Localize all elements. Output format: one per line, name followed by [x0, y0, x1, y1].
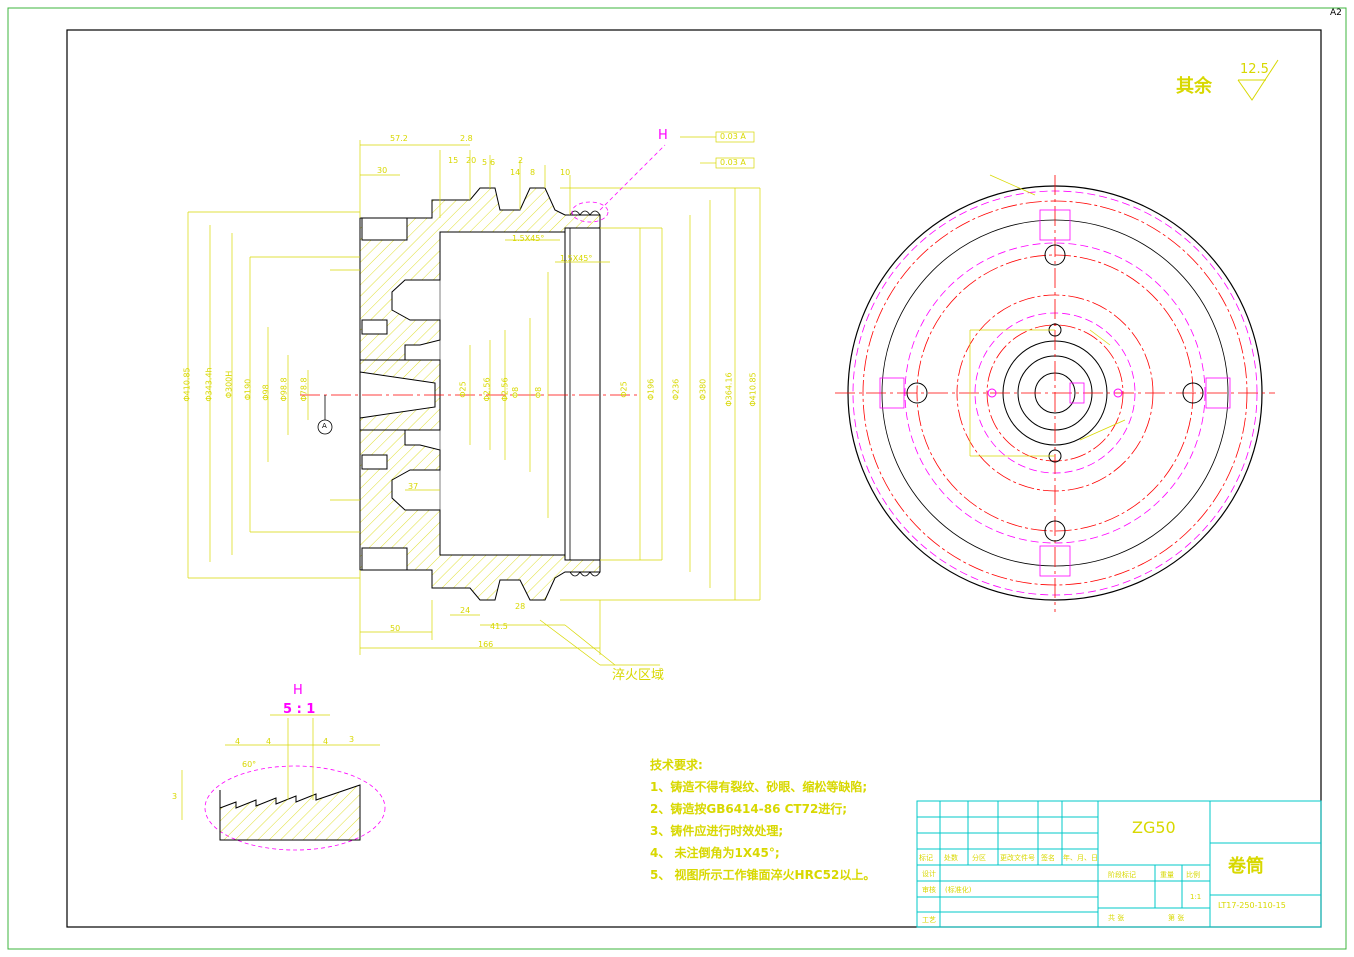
- dim-15: 15: [448, 156, 459, 165]
- tb-label: 阶段标记: [1108, 871, 1136, 879]
- dim-57-2: 57.2: [390, 134, 408, 143]
- note-item: 4、 未注倒角为1X45°;: [650, 846, 780, 860]
- tb-label: 设计: [922, 870, 936, 878]
- dim-28: 28: [515, 602, 526, 611]
- dim-left-6: Φ98.8: [279, 377, 289, 402]
- chamfer-1: 1.5X45°: [512, 234, 545, 243]
- end-view: [835, 174, 1275, 612]
- hardening-zone-label: 淬火区域: [612, 668, 665, 683]
- detail-dim-5: 3: [172, 792, 178, 801]
- datum-a-label: A: [322, 422, 327, 430]
- dim-50: 50: [390, 624, 401, 633]
- note-item: 1、铸造不得有裂纹、砂眼、缩松等缺陷;: [650, 780, 868, 794]
- detail-dim-6: 60°: [242, 760, 257, 769]
- tb-label: 共 张: [1108, 914, 1125, 922]
- dim-right-7: Φ196: [646, 378, 656, 401]
- tb-label: 标记: [919, 854, 933, 862]
- part-name: 卷筒: [1228, 856, 1264, 877]
- dim-right-10: Φ364.16: [724, 372, 734, 407]
- dim-right-6: Φ25: [619, 381, 629, 398]
- dim-41-5: 41.5: [490, 622, 508, 631]
- dim-8: 8: [530, 168, 536, 177]
- roughness-value: 12.5: [1240, 62, 1269, 77]
- dim-right-5: Φ8: [534, 386, 544, 399]
- detail-h-tag: H: [658, 128, 668, 143]
- tb-label: (标准化): [945, 886, 972, 894]
- tolerance-frame-2: 0.03 A: [720, 158, 746, 167]
- title-block: [916, 800, 1322, 928]
- dim-37: 37: [408, 482, 419, 491]
- dim-5: 5: [482, 158, 488, 167]
- detail-dim-2: 4: [266, 737, 272, 746]
- dim-left-7: Φ78.8: [299, 377, 309, 402]
- dim-left-2: Φ343.4h: [204, 367, 214, 402]
- tb-label: 处数: [944, 854, 958, 862]
- drawing-frame: [66, 29, 1322, 928]
- note-item: 2、铸造按GB6414-86 CT72进行;: [650, 802, 848, 816]
- sheet-size-label: A2: [1330, 8, 1342, 18]
- technical-requirements: 技术要求: 1、铸造不得有裂纹、砂眼、缩松等缺陷; 2、铸造按GB6414-86…: [650, 754, 875, 886]
- dim-right-11: Φ410.85: [748, 372, 758, 407]
- dim-30: 30: [377, 166, 388, 175]
- tb-label: 更改文件号: [1000, 854, 1035, 862]
- chamfer-2: 1.5X45°: [560, 254, 593, 263]
- detail-dim-3: 4: [323, 737, 329, 746]
- notes-title: 技术要求:: [650, 758, 703, 772]
- roughness-symbol: [1237, 59, 1279, 101]
- material-label: ZG50: [1132, 818, 1176, 837]
- tb-label: 比例: [1186, 871, 1200, 879]
- tb-label: 工艺: [922, 916, 936, 924]
- detail-h: [181, 714, 386, 851]
- detail-dim-4: 3: [349, 735, 355, 744]
- note-item: 5、 视图所示工作锥面淬火HRC52以上。: [650, 868, 876, 882]
- dim-166: 166: [478, 640, 494, 649]
- sheet-outer-border: [7, 7, 1347, 950]
- dim-6: 6: [490, 158, 496, 167]
- detail-h-title: H: [293, 683, 303, 698]
- dim-20: 20: [466, 156, 477, 165]
- section-view: [187, 131, 761, 666]
- dim-2: 2: [518, 156, 524, 165]
- scale-value: 1:1: [1190, 893, 1202, 901]
- dim-left-3: Φ300H: [224, 370, 234, 399]
- dim-2-8: 2.8: [460, 134, 473, 143]
- dim-right-9: Φ380: [698, 378, 708, 401]
- dim-24: 24: [460, 606, 471, 615]
- dim-left-4: Φ190: [243, 378, 253, 401]
- detail-thread-profile: [219, 784, 361, 841]
- dim-right-4: Φ8: [511, 386, 521, 399]
- tb-label: 第 张: [1168, 914, 1185, 922]
- dim-10: 10: [560, 168, 571, 177]
- tb-label: 重量: [1160, 871, 1174, 879]
- hub-section-upper: [359, 187, 601, 361]
- roughness-remaining-label: 其余: [1176, 76, 1212, 97]
- detail-dim-1: 4: [235, 737, 241, 746]
- hub-section-lower: [359, 429, 601, 601]
- dim-14: 14: [510, 168, 521, 177]
- dim-left-5: Φ98: [261, 384, 271, 401]
- tb-label: 签名: [1041, 854, 1055, 862]
- dim-right-3: Φ2.56: [500, 377, 510, 402]
- dim-right-2: Φ2.56: [482, 377, 492, 402]
- tolerance-frame-1: 0.03 A: [720, 132, 746, 141]
- dim-left-1: Φ410.85: [182, 367, 192, 402]
- dim-right-1: Φ25: [458, 381, 468, 398]
- tb-label: 分区: [972, 854, 986, 862]
- drawing-number: LT17-250-110-15: [1218, 901, 1286, 910]
- dim-right-8: Φ236: [671, 378, 681, 401]
- tb-label: 年、月、日: [1063, 854, 1098, 862]
- note-item: 3、铸件应进行时效处理;: [650, 824, 784, 838]
- detail-scale: 5 : 1: [283, 702, 316, 717]
- tb-label: 审核: [922, 886, 936, 894]
